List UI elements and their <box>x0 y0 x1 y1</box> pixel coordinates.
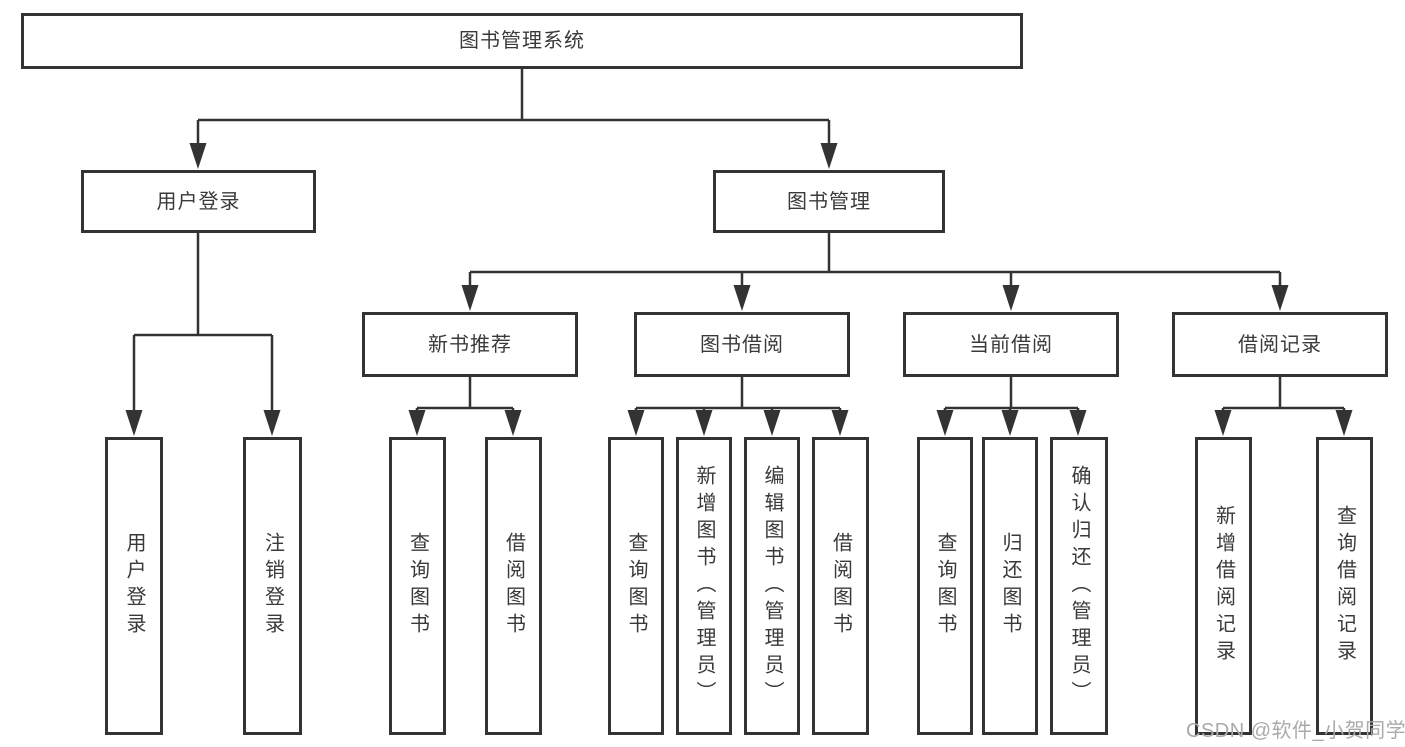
connector-bookmgmt-level3 <box>468 233 1282 290</box>
leaf-logout-action: 注销登录 <box>243 437 302 735</box>
leaf-borrow-books-recommend: 借阅图书 <box>485 437 542 735</box>
node-borrow-records-label: 借阅记录 <box>1238 333 1322 356</box>
node-book-management: 图书管理 <box>713 170 945 233</box>
leaf-borrow-books-borrow-label: 借阅图书 <box>829 532 852 640</box>
node-root-label: 图书管理系统 <box>459 30 585 52</box>
node-new-book-recommend: 新书推荐 <box>362 312 578 377</box>
leaf-query-books-recommend: 查询图书 <box>389 437 446 735</box>
leaf-add-books-admin: 新增图书（管理员） <box>676 437 732 735</box>
csdn-watermark: CSDN @软件_小贺同学 <box>1186 720 1405 742</box>
leaf-query-borrow-record-label: 查询借阅记录 <box>1333 505 1356 667</box>
leaf-query-books-borrow-label: 查询图书 <box>625 532 647 640</box>
node-book-borrow-label: 图书借阅 <box>700 333 784 356</box>
node-current-borrow-label: 当前借阅 <box>969 333 1053 356</box>
leaf-add-books-admin-label: 新增图书（管理员） <box>693 464 715 708</box>
connector-borrowrecords-leaves <box>1221 377 1346 416</box>
leaf-borrow-books-recommend-label: 借阅图书 <box>502 532 525 640</box>
connector-currentborrow-leaves <box>943 377 1080 416</box>
leaf-add-borrow-record: 新增借阅记录 <box>1195 437 1252 735</box>
leaf-return-books-label: 归还图书 <box>999 532 1021 640</box>
leaf-edit-books-admin-label: 编辑图书（管理员） <box>761 464 783 708</box>
leaf-query-borrow-record: 查询借阅记录 <box>1316 437 1373 735</box>
leaf-logout-action-label: 注销登录 <box>261 532 284 640</box>
leaf-confirm-return-admin: 确认归还（管理员） <box>1050 437 1108 735</box>
leaf-confirm-return-admin-label: 确认归还（管理员） <box>1068 464 1090 708</box>
leaf-return-books: 归还图书 <box>982 437 1038 735</box>
node-current-borrow: 当前借阅 <box>903 312 1119 377</box>
leaf-query-books-current-label: 查询图书 <box>934 532 956 640</box>
connector-bookborrow-leaves <box>634 377 842 416</box>
node-new-book-recommend-label: 新书推荐 <box>428 333 512 356</box>
leaf-query-books-recommend-label: 查询图书 <box>406 532 429 640</box>
connector-userlogin-leaves <box>132 233 274 415</box>
leaf-edit-books-admin: 编辑图书（管理员） <box>744 437 800 735</box>
node-root-system: 图书管理系统 <box>21 13 1023 69</box>
leaf-add-borrow-record-label: 新增借阅记录 <box>1212 505 1235 667</box>
node-book-borrow: 图书借阅 <box>634 312 850 377</box>
leaf-query-books-borrow: 查询图书 <box>608 437 664 735</box>
connector-newbooks-leaves <box>415 377 515 416</box>
node-user-login-label: 用户登录 <box>156 190 241 213</box>
node-user-login: 用户登录 <box>81 170 316 233</box>
leaf-user-login-action-label: 用户登录 <box>123 532 145 640</box>
node-borrow-records: 借阅记录 <box>1172 312 1388 377</box>
connector-root-level2 <box>196 69 831 148</box>
leaf-borrow-books-borrow: 借阅图书 <box>812 437 869 735</box>
leaf-query-books-current: 查询图书 <box>917 437 973 735</box>
node-book-management-label: 图书管理 <box>787 190 871 213</box>
leaf-user-login-action: 用户登录 <box>105 437 163 735</box>
